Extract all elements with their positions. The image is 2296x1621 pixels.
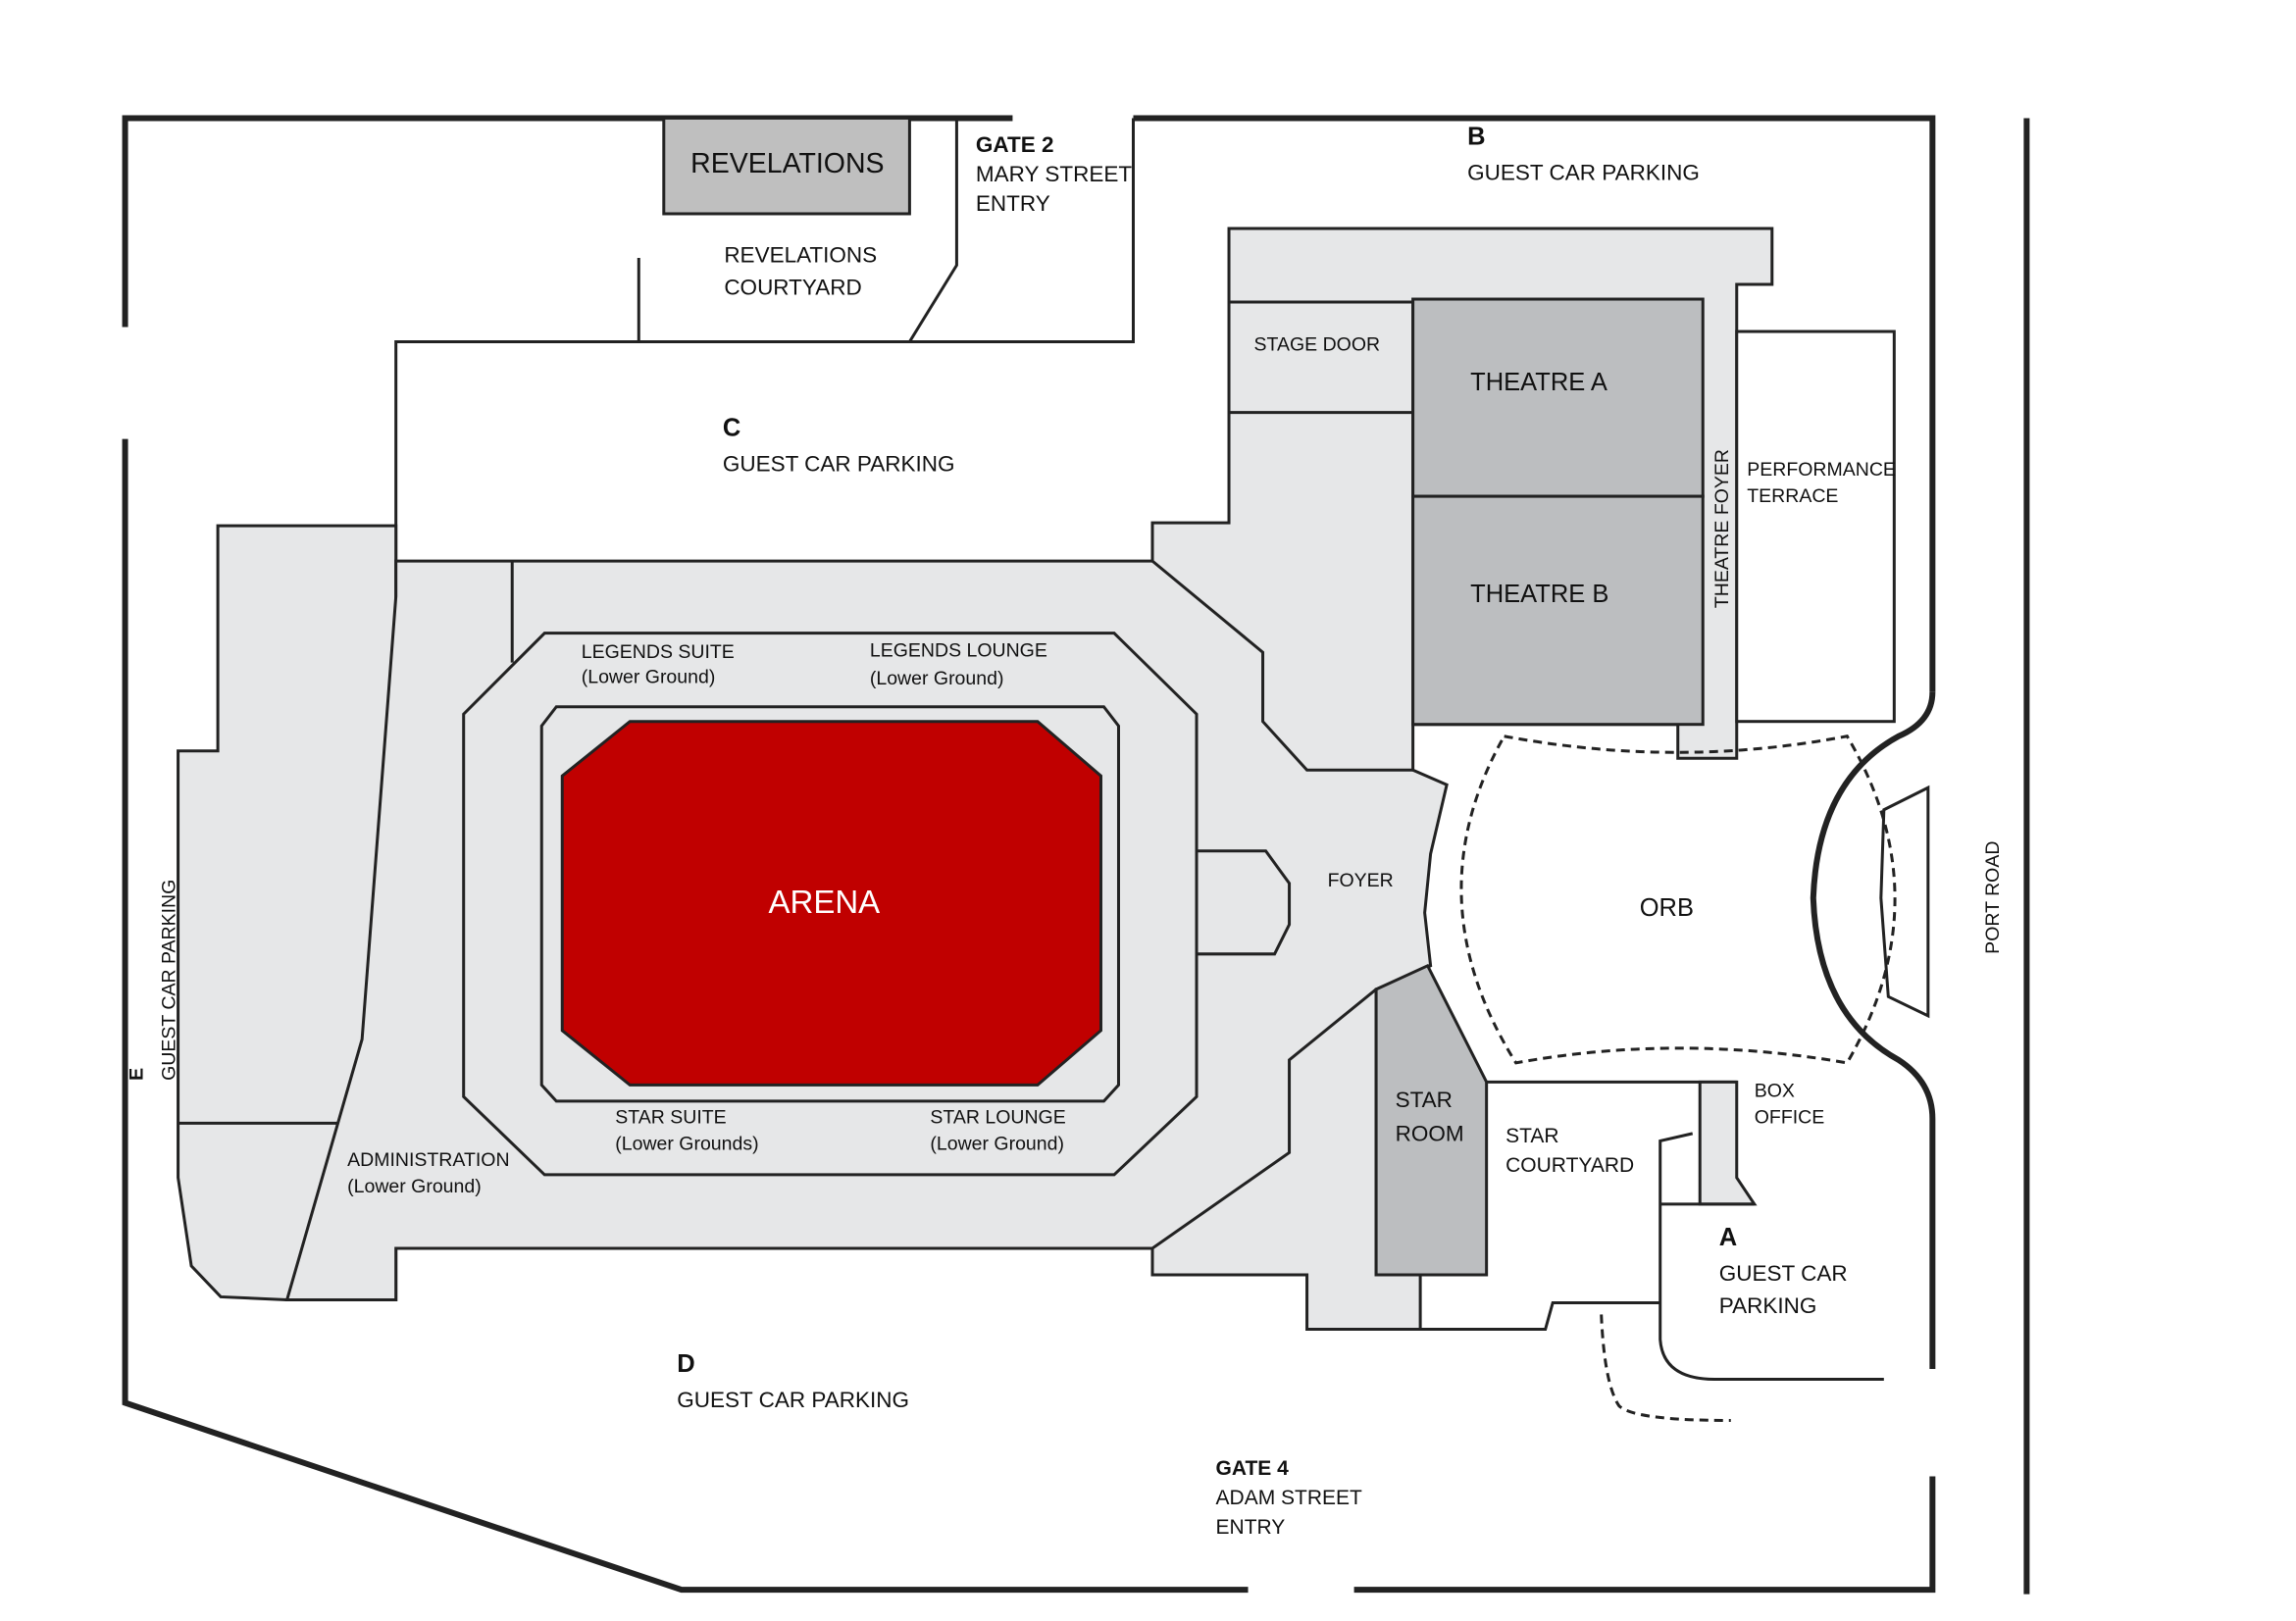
label-legends-lounge: LEGENDS LOUNGE bbox=[870, 640, 1047, 662]
label-star-suite: STAR SUITE bbox=[615, 1106, 726, 1128]
label-orb: ORB bbox=[1640, 894, 1694, 922]
label-star-courtyard-1: STAR bbox=[1505, 1125, 1558, 1147]
label-revelations: REVELATIONS bbox=[690, 148, 884, 179]
star-room[interactable] bbox=[1374, 963, 1489, 1277]
label-parking-a-2: PARKING bbox=[1719, 1293, 1817, 1318]
label-legends-suite-level: (Lower Ground) bbox=[582, 667, 716, 688]
label-gate4: GATE 4 bbox=[1216, 1457, 1290, 1480]
label-gate4-line2: ENTRY bbox=[1216, 1516, 1286, 1539]
label-parking-b: GUEST CAR PARKING bbox=[1467, 160, 1700, 184]
label-parking-d-letter: D bbox=[677, 1350, 694, 1378]
label-arena: ARENA bbox=[769, 884, 881, 920]
label-legends-suite: LEGENDS SUITE bbox=[582, 641, 735, 663]
label-parking-c-letter: C bbox=[723, 415, 740, 442]
arena-floor[interactable] bbox=[560, 720, 1102, 1087]
theatre-b[interactable] bbox=[1411, 494, 1705, 727]
label-legends-lounge-level: (Lower Ground) bbox=[870, 668, 1004, 689]
label-star-courtyard-2: COURTYARD bbox=[1505, 1154, 1634, 1177]
label-parking-a-letter: A bbox=[1719, 1224, 1737, 1251]
label-star-lounge-level: (Lower Ground) bbox=[930, 1133, 1064, 1154]
theatre-a[interactable] bbox=[1411, 297, 1705, 498]
label-gate2-line2: ENTRY bbox=[976, 191, 1050, 216]
label-parking-a-1: GUEST CAR bbox=[1719, 1261, 1848, 1286]
label-performance-terrace-2: TERRACE bbox=[1747, 485, 1838, 507]
label-administration-level: (Lower Ground) bbox=[347, 1176, 482, 1197]
label-gate2: GATE 2 bbox=[976, 132, 1054, 157]
label-parking-c: GUEST CAR PARKING bbox=[723, 452, 955, 477]
label-gate4-line1: ADAM STREET bbox=[1216, 1487, 1363, 1509]
label-box-office-2: OFFICE bbox=[1755, 1106, 1825, 1128]
arena-inner-ring bbox=[539, 705, 1120, 1103]
label-parking-e: GUEST CAR PARKING bbox=[159, 880, 180, 1081]
label-revelations-courtyard-1: REVELATIONS bbox=[724, 243, 877, 268]
label-star-suite-level: (Lower Grounds) bbox=[615, 1133, 758, 1154]
label-foyer: FOYER bbox=[1328, 870, 1394, 891]
orb-outline bbox=[1459, 735, 1897, 1065]
arena-outer-ring bbox=[462, 632, 1199, 1177]
label-star-room-2: ROOM bbox=[1396, 1121, 1464, 1145]
label-theatre-foyer: THEATRE FOYER bbox=[1711, 449, 1733, 608]
label-gate2-line1: MARY STREET bbox=[976, 162, 1132, 186]
label-theatre-b: THEATRE B bbox=[1470, 581, 1608, 608]
site-boundary bbox=[122, 115, 2030, 1595]
label-box-office-1: BOX bbox=[1755, 1080, 1795, 1101]
label-star-lounge: STAR LOUNGE bbox=[930, 1106, 1065, 1128]
label-parking-d: GUEST CAR PARKING bbox=[677, 1388, 909, 1412]
label-administration: ADMINISTRATION bbox=[347, 1149, 509, 1171]
label-stage-door: STAGE DOOR bbox=[1254, 334, 1381, 356]
box-office[interactable] bbox=[1698, 1080, 1758, 1206]
label-revelations-courtyard-2: COURTYARD bbox=[724, 276, 861, 300]
label-port-road: PORT ROAD bbox=[1982, 841, 2004, 954]
revelations-building bbox=[662, 116, 911, 216]
label-parking-e-letter: E bbox=[127, 1068, 148, 1081]
label-star-room-1: STAR bbox=[1396, 1088, 1453, 1112]
label-parking-b-letter: B bbox=[1467, 123, 1485, 150]
label-theatre-a: THEATRE A bbox=[1470, 369, 1607, 396]
label-performance-terrace-1: PERFORMANCE bbox=[1747, 459, 1896, 481]
performance-terrace bbox=[1735, 329, 1896, 724]
